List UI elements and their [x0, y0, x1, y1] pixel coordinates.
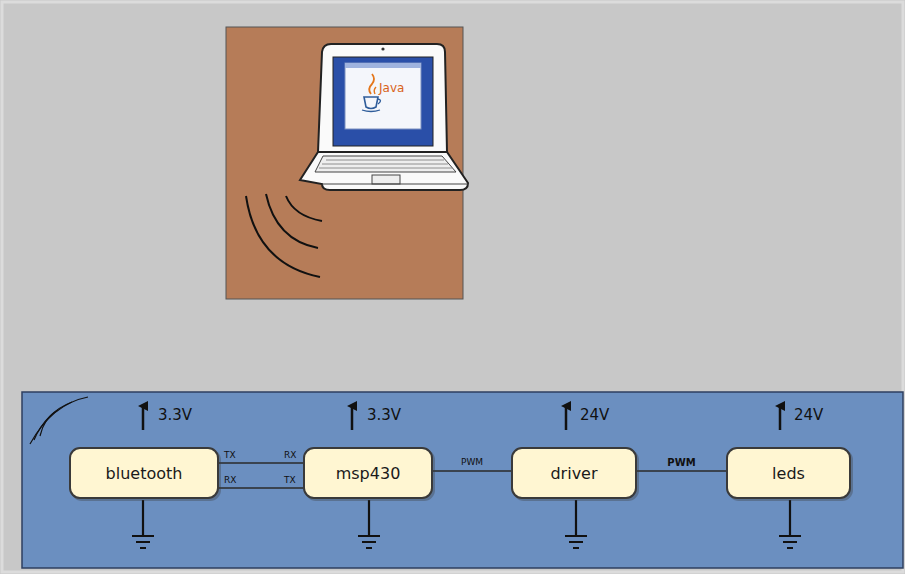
- circuit-board: [22, 392, 903, 568]
- signal-wire: [219, 462, 303, 463]
- laptop: [300, 44, 468, 190]
- signal-wire: [219, 487, 303, 488]
- board-waves: [30, 397, 88, 444]
- screen-text: Java: [379, 82, 404, 95]
- supply-voltage: 24V: [794, 407, 823, 424]
- supply-voltage: 24V: [580, 407, 609, 424]
- node-label: bluetooth: [106, 464, 183, 483]
- pin-name: TX: [224, 451, 236, 461]
- pin-name: RX: [224, 476, 236, 486]
- led-box: leds: [726, 447, 851, 499]
- node-label: driver: [550, 464, 597, 483]
- signal-name: PWM: [460, 458, 484, 468]
- signal-waves: [246, 194, 322, 277]
- pin-name: TX: [284, 476, 296, 486]
- microcontroller-box: msp430: [303, 447, 433, 499]
- signal-wire: [433, 470, 511, 471]
- supply-arrows: [143, 406, 780, 430]
- signal-wire: [637, 470, 726, 471]
- signal-name: PWM: [666, 457, 696, 468]
- desk-panel: [226, 27, 463, 299]
- supply-voltage: 3.3V: [367, 407, 401, 424]
- node-label: leds: [772, 464, 805, 483]
- supply-voltage: 3.3V: [158, 407, 192, 424]
- module-box: bluetooth: [69, 447, 219, 499]
- driver-box: driver: [511, 447, 637, 499]
- pin-name: RX: [284, 451, 296, 461]
- node-label: msp430: [336, 464, 401, 483]
- ground-symbols: [132, 500, 801, 548]
